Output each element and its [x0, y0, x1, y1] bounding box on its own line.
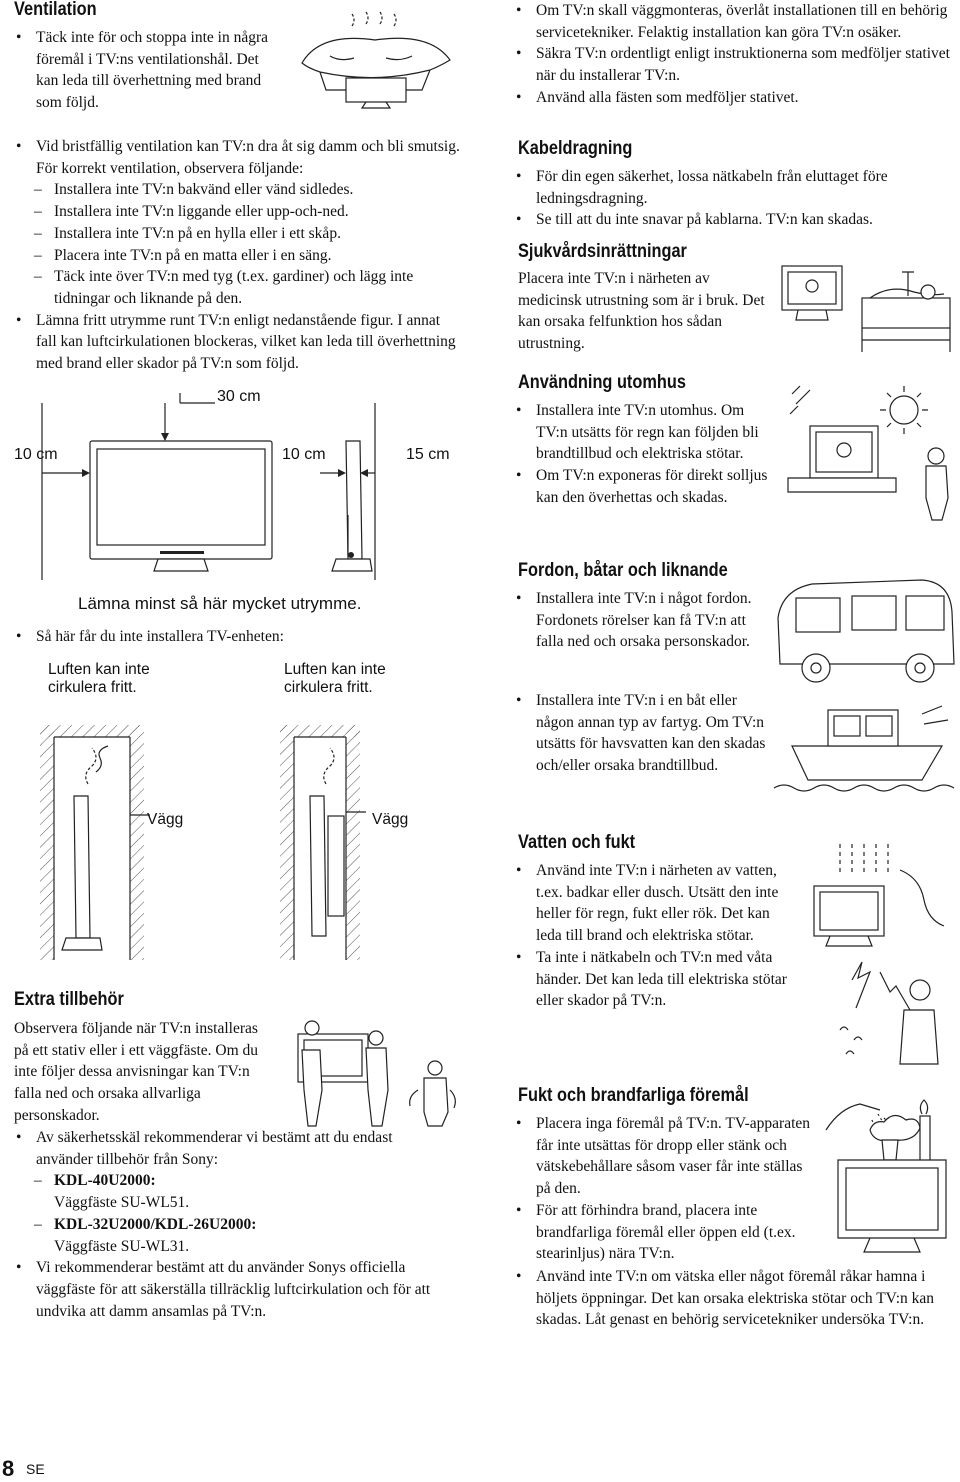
- language-code: SE: [26, 1461, 45, 1477]
- water-heading: Vatten och fukt: [518, 832, 636, 853]
- hospital-heading: Sjukvårdsinrättningar: [518, 241, 687, 262]
- outdoor-illustration: [787, 385, 949, 521]
- bullet-text: Lämna fritt utrymme runt TV:n enligt ned…: [14, 310, 462, 375]
- bullet-text: Om TV:n exponeras för direkt solljus kan…: [514, 465, 770, 508]
- dash-item: Placera inte TV:n på en matta eller i en…: [14, 245, 462, 267]
- bullet-text: Säkra TV:n ordentligt enligt instruktion…: [514, 43, 960, 86]
- clearance-caption: Lämna minst så här mycket utrymme.: [78, 594, 362, 613]
- ventilation-bullet-4: Så här får du inte installera TV-enheten…: [14, 626, 454, 648]
- dash-item: Installera inte TV:n liggande eller upp-…: [14, 201, 462, 223]
- outdoor-bullets: Installera inte TV:n utomhus. Om TV:n ut…: [514, 400, 770, 509]
- wall-right-label: Vägg: [372, 811, 409, 828]
- hospital-paragraph: Placera inte TV:n i närheten av medicins…: [518, 270, 765, 353]
- bullet-text: Använd inte TV:n om vätska eller något f…: [514, 1266, 960, 1331]
- bullet-text: Av säkerhetsskäl rekommenderar vi bestäm…: [36, 1129, 393, 1168]
- dash-item: Täck inte över TV:n med tyg (t.ex. gardi…: [14, 266, 462, 309]
- accessories-heading: Extra tillbehör: [14, 989, 124, 1010]
- bullet-text: Se till att du inte snavar på kablarna. …: [514, 209, 958, 231]
- dash-item: Installera inte TV:n bakvänd eller vänd …: [14, 179, 462, 201]
- vehicles-bullet-1: Installera inte TV:n i något fordon. For…: [514, 588, 770, 653]
- cable-bullets: För din egen säkerhet, lossa nätkabeln f…: [514, 166, 958, 231]
- accessories-paragraph: Observera följande när TV:n installeras …: [14, 1020, 259, 1124]
- bullet-text: Täck inte för och stoppa inte in några f…: [14, 27, 276, 114]
- model-item-1: KDL-40U2000: Väggfäste SU-WL51.: [14, 1170, 454, 1213]
- model-name: KDL-32U2000/KDL-26U2000:: [54, 1215, 257, 1233]
- bullet-text: Installera inte TV:n i en båt eller någo…: [514, 690, 770, 777]
- ventilation-bullet-2-block: Vid bristfällig ventilation kan TV:n dra…: [14, 136, 462, 375]
- hospital-para-block: Placera inte TV:n i närheten av medicins…: [518, 268, 768, 355]
- vehicles-bullet-2: Installera inte TV:n i en båt eller någo…: [514, 690, 770, 777]
- cable-heading: Kabeldragning: [518, 138, 633, 159]
- bullet-text: Använd alla fästen som medföljer stative…: [514, 87, 960, 109]
- water-illustration: [813, 844, 945, 1065]
- wall-mount-diagram: [40, 725, 366, 960]
- installers-illustration: [297, 1020, 456, 1127]
- page-number: 8: [2, 1456, 15, 1481]
- bullet-text: Om TV:n skall väggmonteras, överlåt inst…: [514, 0, 960, 43]
- bullet-text: Installera inte TV:n utomhus. Om TV:n ut…: [514, 400, 770, 465]
- flammable-bullets-narrow: Placera inga föremål på TV:n. TV-apparat…: [514, 1113, 814, 1265]
- flammable-heading: Fukt och brandfarliga föremål: [518, 1085, 749, 1106]
- boat-illustration: [773, 705, 955, 792]
- mounting-bullets: Om TV:n skall väggmonteras, överlåt inst…: [514, 0, 960, 109]
- covered-tv-illustration: [301, 11, 451, 109]
- bullet-text: Installera inte TV:n i något fordon. For…: [514, 588, 770, 653]
- bullet-text: Vid bristfällig ventilation kan TV:n dra…: [14, 136, 462, 179]
- clearance-left-label: 10 cm: [14, 446, 58, 463]
- bullet-text: Så här får du inte installera TV-enheten…: [14, 626, 454, 648]
- ventilation-bullet-1: Täck inte för och stoppa inte in några f…: [14, 27, 276, 114]
- bullet-text: För att förhindra brand, placera inte br…: [514, 1200, 814, 1265]
- vehicles-heading: Fordon, båtar och liknande: [518, 560, 728, 581]
- bullet-text: Ta inte i nätkabeln och TV:n med våta hä…: [514, 947, 790, 1012]
- cable-section: Kabeldragning: [518, 137, 958, 161]
- bullet-text: Placera inga föremål på TV:n. TV-apparat…: [514, 1113, 814, 1200]
- vehicles-section: Fordon, båtar och liknande: [518, 559, 958, 583]
- outdoor-section: Användning utomhus: [518, 371, 958, 395]
- accessories-para-block: Observera följande när TV:n installeras …: [14, 1018, 276, 1127]
- clearance-top-label: 30 cm: [217, 388, 261, 405]
- ventilation-heading: Ventilation: [14, 0, 97, 20]
- hospital-illustration: [781, 265, 951, 352]
- flammable-section: Fukt och brandfarliga föremål: [518, 1084, 958, 1108]
- clearance-right-label: 15 cm: [406, 446, 450, 463]
- dash-item: Installera inte TV:n på en hylla eller i…: [14, 223, 462, 245]
- flammable-illustration: [825, 1099, 947, 1253]
- mount-name: Väggfäste SU-WL51.: [54, 1194, 190, 1212]
- accessories-bullet-2: Vi rekommenderar bestämt att du använder…: [14, 1257, 454, 1322]
- air-blocked-left-label: Luften kan inte cirkulera fritt.: [48, 661, 150, 696]
- vehicle-illustration: [777, 579, 955, 683]
- accessories-heading-block: Extra tillbehör: [14, 988, 274, 1012]
- water-section: Vatten och fukt: [518, 831, 958, 855]
- flammable-bullet-3: Använd inte TV:n om vätska eller något f…: [514, 1266, 960, 1331]
- clearance-mid-label: 10 cm: [282, 446, 326, 463]
- model-item-2: KDL-32U2000/KDL-26U2000: Väggfäste SU-WL…: [14, 1214, 454, 1257]
- mount-name: Väggfäste SU-WL31.: [54, 1237, 190, 1255]
- model-name: KDL-40U2000:: [54, 1172, 156, 1190]
- accessories-bullet-1: Av säkerhetsskäl rekommenderar vi bestäm…: [14, 1127, 414, 1170]
- bullet-text: Använd inte TV:n i närheten av vatten, t…: [514, 860, 790, 947]
- hospital-section: Sjukvårdsinrättningar: [518, 240, 958, 264]
- air-blocked-right-label: Luften kan inte cirkulera fritt.: [284, 661, 386, 696]
- bullet-text: För din egen säkerhet, lossa nätkabeln f…: [514, 166, 958, 209]
- accessories-bullets: Av säkerhetsskäl rekommenderar vi bestäm…: [14, 1127, 454, 1322]
- clearance-diagram: [41, 393, 376, 580]
- ventilation-section: Ventilation: [14, 0, 454, 22]
- wall-left-label: Vägg: [147, 811, 184, 828]
- outdoor-heading: Användning utomhus: [518, 372, 686, 393]
- water-bullets: Använd inte TV:n i närheten av vatten, t…: [514, 860, 790, 1012]
